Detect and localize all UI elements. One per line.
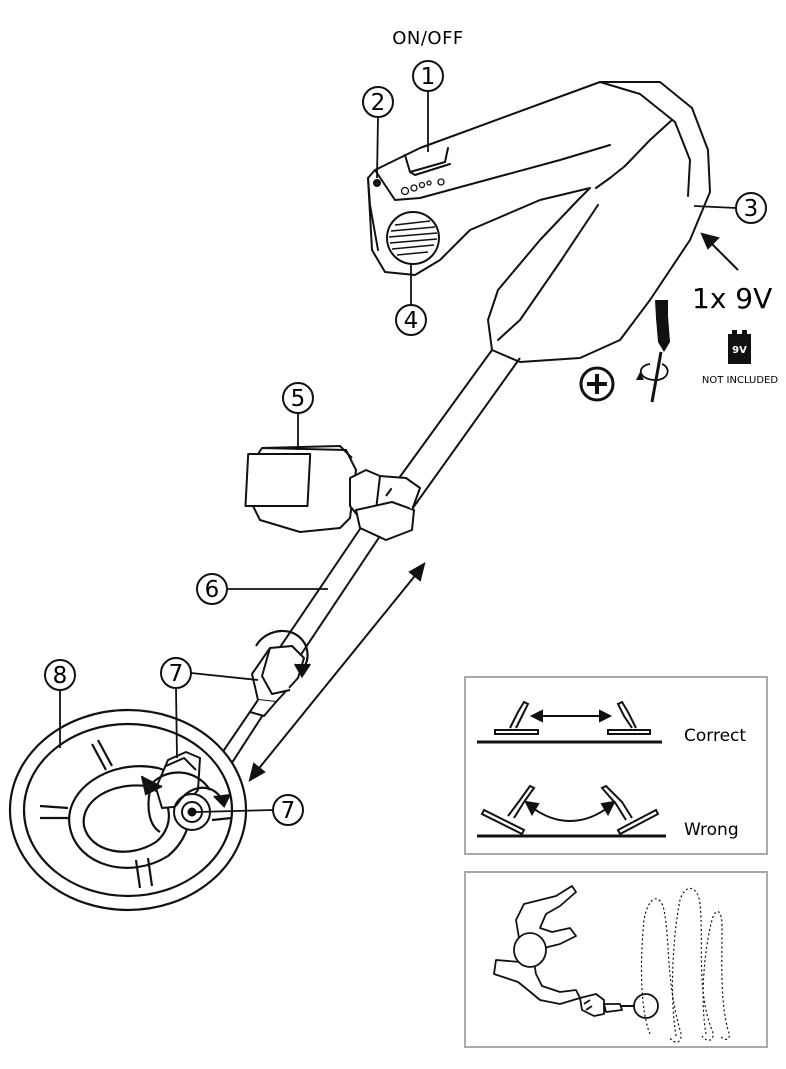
svg-text:3: 3	[744, 196, 759, 222]
callout-8: 8	[44, 659, 76, 748]
rotate-arrow-right-icon	[181, 786, 231, 808]
svg-text:6: 6	[205, 577, 220, 603]
sweep-pattern-panel	[464, 871, 768, 1048]
svg-text:2: 2	[371, 90, 386, 116]
svg-text:7: 7	[281, 798, 296, 824]
on-off-label: ON/OFF	[392, 28, 464, 49]
svg-text:5: 5	[291, 386, 306, 412]
shaft-clamp	[349, 469, 421, 541]
svg-text:9V: 9V	[732, 345, 747, 356]
upper-shaft	[385, 349, 521, 513]
wrong-sweep-illustration	[477, 784, 666, 838]
battery-arrow-icon	[700, 232, 739, 271]
svg-text:4: 4	[404, 308, 419, 334]
rotate-arrow-left-icon	[140, 771, 211, 833]
headphone-jack-icon	[373, 179, 381, 187]
tension-knob	[173, 793, 211, 831]
lock-collar	[249, 645, 305, 717]
battery-spec-label: 1x 9V	[692, 282, 772, 315]
callout-3: 3	[693, 192, 767, 224]
callout-7-lower: 7	[195, 794, 304, 826]
callout-1: 1	[412, 60, 444, 152]
phillips-screw-icon	[579, 366, 615, 402]
battery-9v-icon: 9V	[728, 330, 751, 364]
screwdriver-icon	[636, 300, 670, 403]
callout-5: 5	[282, 382, 314, 450]
rotate-arrow-upper-icon	[255, 629, 311, 679]
callout-6: 6	[196, 573, 328, 605]
indicator-lights-icon	[400, 178, 445, 196]
callout-7-upper: 7	[160, 657, 259, 759]
svg-text:8: 8	[53, 663, 68, 689]
control-handle	[367, 81, 711, 363]
callout-2: 2	[362, 86, 394, 179]
svg-text:7: 7	[169, 661, 184, 687]
length-adjust-arrow-icon	[248, 561, 426, 783]
callout-4: 4	[395, 264, 427, 336]
sweep-technique-panel: Correct Wrong	[464, 676, 768, 855]
sweep-path-dotted	[640, 887, 730, 1043]
wrong-label: Wrong	[684, 820, 739, 840]
speaker-grille-icon	[386, 211, 440, 265]
operator-top-view-illustration	[493, 885, 659, 1019]
not-included-label: NOT INCLUDED	[702, 375, 778, 386]
svg-text:1: 1	[421, 64, 436, 90]
correct-sweep-illustration	[477, 700, 662, 744]
meter-display	[244, 445, 357, 533]
correct-label: Correct	[684, 726, 746, 746]
